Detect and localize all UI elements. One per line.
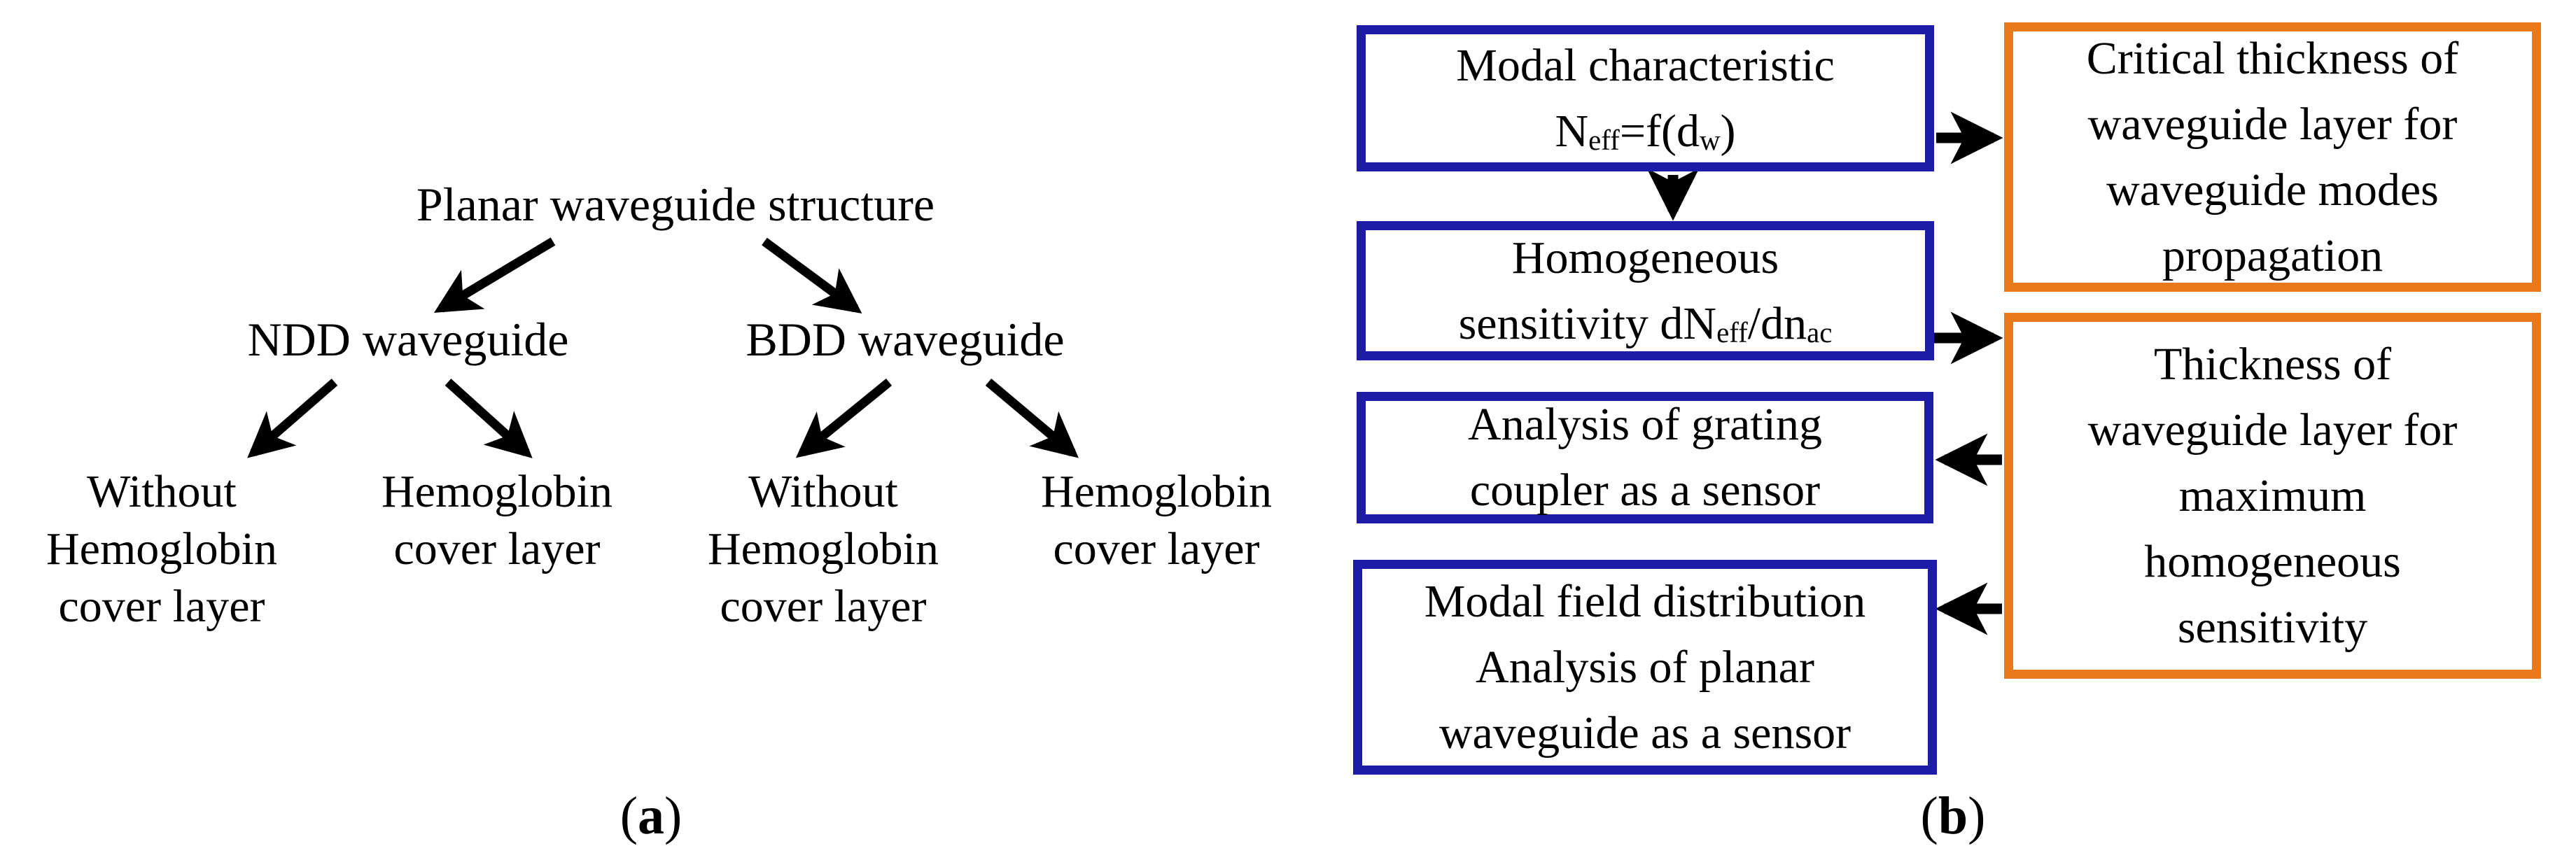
arrow-bdd-to-leaf4 bbox=[985, 379, 1079, 458]
leaf-line: cover layer bbox=[58, 581, 265, 632]
box-line: sensitivity bbox=[2177, 601, 2368, 653]
box-line: Homogeneous bbox=[1511, 232, 1779, 283]
tree-leaf-ndd-hemoglobin: Hemoglobin cover layer bbox=[382, 463, 612, 578]
box-line: Analysis of grating bbox=[1468, 399, 1822, 450]
leaf-line: Hemoglobin bbox=[1041, 466, 1272, 517]
formula-subscript: eff bbox=[1588, 124, 1620, 156]
box-homogeneous-sensitivity: Homogeneous sensitivity dNeff/dnac bbox=[1357, 221, 1934, 360]
formula-text: sensitivity dN bbox=[1458, 297, 1717, 349]
tree-leaf-bdd-hemoglobin: Hemoglobin cover layer bbox=[1041, 463, 1272, 578]
formula-text: /dn bbox=[1747, 297, 1807, 349]
leaf-line: cover layer bbox=[393, 523, 601, 575]
leaf-line: cover layer bbox=[720, 581, 927, 632]
tree-branch-bdd: BDD waveguide bbox=[746, 313, 1065, 366]
box-critical-thickness: Critical thickness of waveguide layer fo… bbox=[2004, 22, 2541, 292]
formula-text: =f(d bbox=[1619, 105, 1700, 157]
box-modal-characteristic: Modal characteristic Neff=f(dw) bbox=[1357, 25, 1934, 171]
leaf-line: cover layer bbox=[1053, 523, 1260, 575]
tree-root-label: Planar waveguide structure bbox=[416, 178, 935, 231]
box-line: Thickness of bbox=[2153, 338, 2392, 390]
box-line: coupler as a sensor bbox=[1469, 465, 1821, 516]
box-formula-neff: Neff=f(dw) bbox=[1555, 99, 1735, 164]
arrow-root-to-bdd bbox=[762, 237, 862, 313]
formula-text: ) bbox=[1720, 105, 1736, 157]
tree-leaf-ndd-without: Without Hemoglobin cover layer bbox=[46, 463, 277, 635]
leaf-line: Hemoglobin bbox=[46, 523, 277, 575]
box-line: propagation bbox=[2162, 230, 2384, 281]
box-grating-coupler: Analysis of grating coupler as a sensor bbox=[1357, 392, 1933, 523]
caption-a-close: ) bbox=[664, 787, 682, 845]
formula-subscript: w bbox=[1700, 124, 1721, 156]
caption-b: (b) bbox=[1921, 787, 1986, 845]
arrow-ndd-to-leaf1 bbox=[247, 379, 338, 458]
box-line: waveguide layer for bbox=[2087, 404, 2458, 456]
box-line: waveguide as a sensor bbox=[1438, 707, 1851, 759]
box-line: Modal field distribution bbox=[1424, 575, 1866, 627]
caption-a: (a) bbox=[620, 787, 682, 845]
caption-a-letter: a bbox=[638, 787, 664, 845]
box-line: Critical thickness of bbox=[2086, 32, 2459, 84]
box-line: Modal characteristic bbox=[1456, 39, 1835, 91]
box-thickness-max-sensitivity: Thickness of waveguide layer for maximum… bbox=[2004, 313, 2541, 679]
tree-leaf-bdd-without: Without Hemoglobin cover layer bbox=[708, 463, 939, 635]
leaf-line: Hemoglobin bbox=[708, 523, 939, 575]
box-line: waveguide modes bbox=[2106, 164, 2439, 216]
leaf-line: Without bbox=[87, 466, 237, 517]
arrow-bdd-to-leaf3 bbox=[795, 378, 892, 458]
caption-a-open: ( bbox=[620, 787, 638, 845]
box-modal-field-distribution: Modal field distribution Analysis of pla… bbox=[1353, 560, 1937, 775]
box-line: maximum bbox=[2178, 470, 2367, 521]
formula-subscript: ac bbox=[1807, 316, 1833, 348]
tree-branch-ndd: NDD waveguide bbox=[247, 313, 569, 366]
caption-b-letter: b bbox=[1938, 787, 1968, 845]
arrow-ndd-to-leaf2 bbox=[444, 379, 533, 458]
formula-text: N bbox=[1555, 105, 1589, 157]
box-line: homogeneous bbox=[2144, 535, 2401, 587]
box-formula-dneff: sensitivity dNeff/dnac bbox=[1459, 291, 1833, 357]
arrow-root-to-ndd bbox=[433, 237, 556, 313]
box-line: Analysis of planar bbox=[1476, 641, 1814, 693]
box-line: waveguide layer for bbox=[2087, 98, 2458, 150]
caption-b-close: ) bbox=[1968, 787, 1986, 845]
formula-subscript: eff bbox=[1716, 316, 1748, 348]
caption-b-open: ( bbox=[1920, 787, 1938, 845]
leaf-line: Hemoglobin bbox=[382, 466, 612, 517]
leaf-line: Without bbox=[748, 466, 898, 517]
